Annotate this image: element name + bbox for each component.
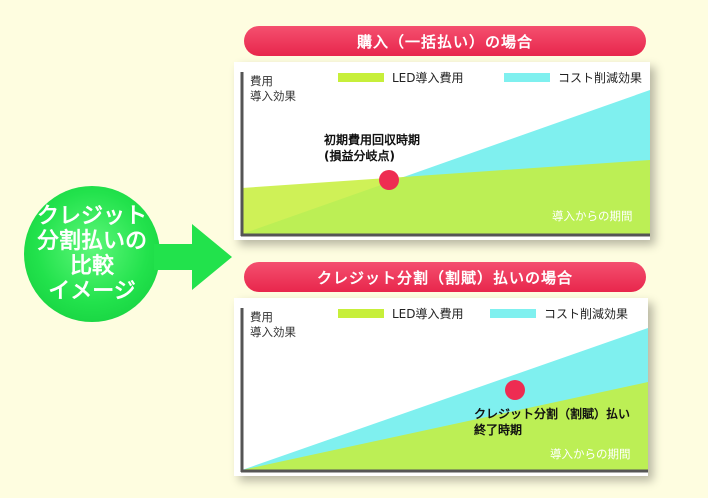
purchase-legend-cost: LED導入費用 [338,69,464,86]
purchase-legend-effect: コスト削減効果 [504,69,642,86]
purchase-title-banner: 購入（一括払い）の場合 [244,26,646,56]
annotation-line2: 終了時期 [474,423,523,437]
comparison-line2: 分割払いの [36,229,147,254]
credit-end-annotation: クレジット分割（割賦）払い 終了時期 [474,406,630,438]
credit-cost-area [242,382,648,470]
legend-swatch-cost [338,73,384,82]
purchase-diagram-graphic [240,72,650,237]
purchase-title: 購入（一括払い）の場合 [356,32,533,51]
purchase-diagram-panel: 費用 導入効果 LED導入費用 コスト削減効果 初期費用回収時期 (損益分岐点)… [234,62,650,240]
credit-end-marker [505,380,525,400]
credit-legend-effect: コスト削減効果 [490,305,628,322]
purchase-y-label-line2: 導入効果 [250,89,296,103]
credit-y-label: 費用 導入効果 [250,310,296,340]
credit-title-banner: クレジット分割（割賦）払いの場合 [244,262,646,292]
comparison-line3: 比較 [69,254,114,279]
purchase-breakeven-marker [379,170,399,190]
credit-y-label-line2: 導入効果 [250,325,296,339]
credit-diagram-panel: 費用 導入効果 LED導入費用 コスト削減効果 クレジット分割（割賦）払い 終了… [234,298,648,476]
purchase-y-label-line1: 費用 [250,74,273,88]
legend-swatch-cost [338,309,384,318]
purchase-cost-area [242,160,650,234]
credit-legend-cost: LED導入費用 [338,305,464,322]
comparison-line4: イメージ [48,279,136,304]
comparison-circle: クレジット 分割払いの 比較 イメージ [24,186,160,322]
legend-label-cost: LED導入費用 [392,71,464,85]
credit-y-label-line1: 費用 [250,310,273,324]
annotation-line1: クレジット分割（割賦）払い [474,407,631,421]
legend-label-effect: コスト削減効果 [544,307,629,321]
credit-title: クレジット分割（割賦）払いの場合 [316,268,573,287]
legend-swatch-effect [504,73,550,82]
credit-period-label: 導入からの期間 [550,447,631,461]
legend-swatch-effect [490,309,536,318]
right-arrow-icon [154,224,232,290]
purchase-y-label: 費用 導入効果 [250,74,296,104]
legend-label-effect: コスト削減効果 [558,71,643,85]
legend-label-cost: LED導入費用 [392,307,464,321]
comparison-line1: クレジット [36,204,147,229]
annotation-line2: (損益分岐点) [324,149,395,163]
purchase-period-label: 導入からの期間 [552,209,633,223]
annotation-line1: 初期費用回収時期 [324,133,421,147]
purchase-breakeven-annotation: 初期費用回収時期 (損益分岐点) [324,132,420,164]
credit-diagram-graphic [240,308,648,473]
